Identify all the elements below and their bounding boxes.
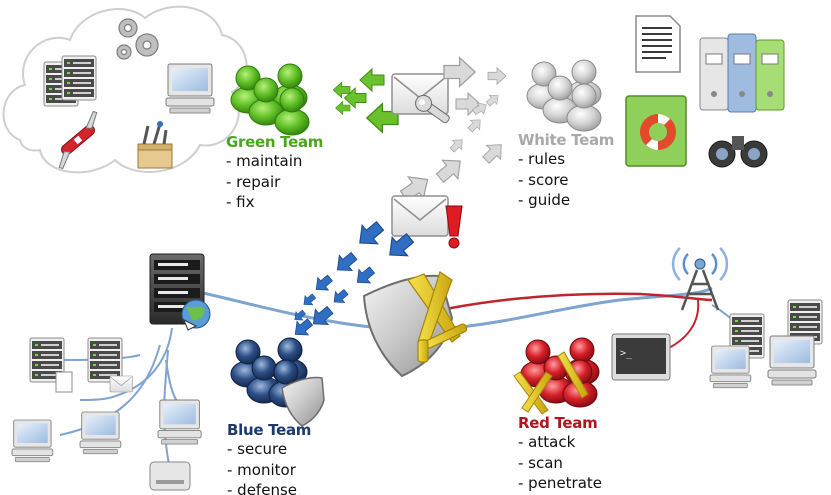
desktop-computer-icon xyxy=(11,419,54,463)
gear-icon xyxy=(116,18,159,60)
white-team-people-icon xyxy=(526,59,602,132)
green-team-label: Green Team - maintain - repair - fix xyxy=(226,133,323,213)
desktop-computer-icon xyxy=(165,63,215,114)
team-task: - repair xyxy=(226,172,281,191)
exclamation-icon xyxy=(445,205,463,249)
green-team-people-icon xyxy=(230,63,310,136)
envelope-icon xyxy=(109,375,133,393)
team-task: - secure xyxy=(227,440,288,458)
team-task: - guide xyxy=(518,191,571,209)
cloud-icon xyxy=(2,5,248,174)
binders-icon xyxy=(699,33,785,113)
team-task: - monitor xyxy=(227,460,296,479)
team-task: - fix xyxy=(226,193,255,211)
hard-drive-icon xyxy=(149,461,191,491)
team-task: - maintain xyxy=(226,152,303,170)
terminal-icon: >_ xyxy=(611,333,671,381)
white-team-label: White Team - rules - score - guide xyxy=(518,131,614,211)
shield-icon xyxy=(281,376,325,427)
green-arrows xyxy=(332,68,399,133)
toolbox-icon xyxy=(137,121,173,169)
crossed-swords-icon xyxy=(407,271,468,363)
document-icon xyxy=(55,371,73,393)
team-task: - penetrate xyxy=(518,474,603,492)
svg-text:>_: >_ xyxy=(620,348,633,359)
server-rack-icon xyxy=(87,337,123,383)
desktop-computer-icon xyxy=(157,399,202,445)
wrench-icon xyxy=(415,94,450,124)
team-task: - score xyxy=(518,170,569,189)
globe-icon xyxy=(181,299,211,331)
red-team-label: Red Team - attack - scan - penetrate xyxy=(518,414,602,494)
team-name: Blue Team xyxy=(227,421,312,439)
desktop-computer-icon xyxy=(709,345,752,389)
binoculars-icon xyxy=(708,136,768,168)
team-name: Green Team xyxy=(226,133,324,151)
swiss-army-knife-icon xyxy=(58,110,98,170)
team-task: - defense xyxy=(227,481,297,495)
manual-book-icon xyxy=(625,95,687,167)
team-task: - scan xyxy=(518,453,563,472)
blue-team-label: Blue Team - secure - monitor - defense xyxy=(227,421,311,495)
desktop-computer-icon xyxy=(767,335,817,386)
server-rack-icon xyxy=(61,55,97,101)
desktop-computer-icon xyxy=(79,411,122,455)
radio-tower-icon xyxy=(671,247,729,311)
document-icon xyxy=(635,15,681,73)
team-name: White Team xyxy=(518,131,615,149)
team-name: Red Team xyxy=(518,414,598,432)
crossed-swords-icon xyxy=(513,351,589,415)
warning-envelope-icon xyxy=(391,195,449,237)
team-task: - rules xyxy=(518,150,566,168)
team-task: - attack xyxy=(518,433,576,451)
